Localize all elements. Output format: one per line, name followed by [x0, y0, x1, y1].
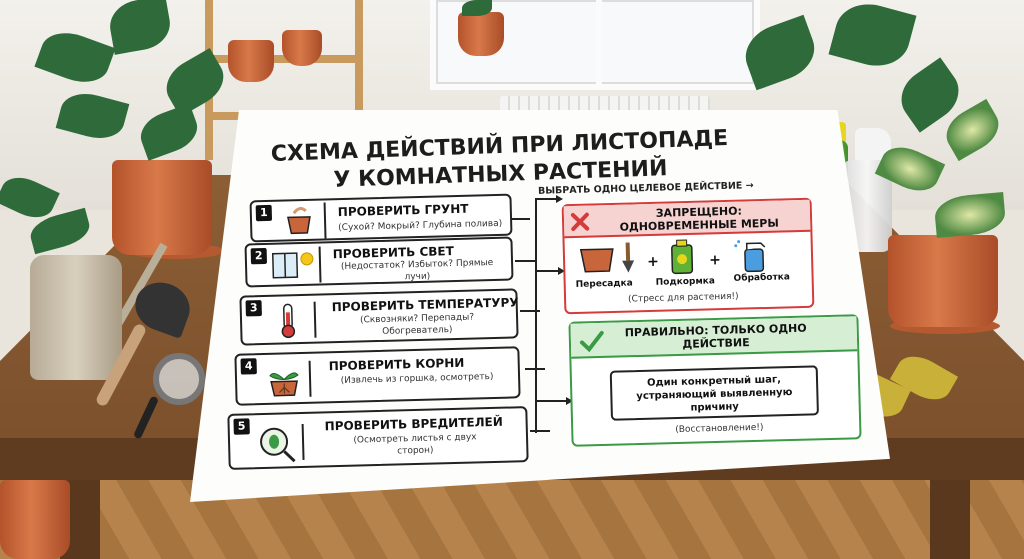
step-number: 3 [245, 300, 262, 317]
forbidden-box: ЗАПРЕЩЕНО: ОДНОВРЕМЕННЫЕ МЕРЫ + + Переса… [561, 197, 815, 315]
shelf-pot [282, 30, 322, 66]
plus-sign: + [646, 253, 660, 271]
step-number: 1 [255, 204, 273, 222]
dieffenbachia-pot [888, 235, 998, 327]
seedling-roots-icon [258, 360, 312, 399]
step-description: (Извлечь из горшка, осмотреть) [340, 371, 494, 386]
checkmark-icon [579, 330, 604, 353]
single-step-text: Один конкретный шаг, устраняющий выявлен… [636, 374, 793, 414]
correct-box-header: ПРАВИЛЬНО: ТОЛЬКО ОДНО ДЕЙСТВИЕ [570, 316, 858, 359]
shelf-post-right [355, 0, 363, 160]
corner-pot [0, 480, 70, 559]
step-5-check-pests: 5 ПРОВЕРИТЬ ВРЕДИТЕЛЕЙ (Осмотреть листья… [227, 406, 529, 470]
forbidden-header-text: ЗАПРЕЩЕНО: ОДНОВРЕМЕННЫЕ МЕРЫ [619, 204, 779, 234]
cross-icon [570, 212, 590, 231]
connector-line [535, 400, 570, 402]
action-treatment: Обработка [733, 272, 791, 284]
connector-trunk [535, 198, 537, 433]
connector-line [535, 198, 560, 200]
magnifier-bug-icon [251, 423, 305, 463]
fertilizer-bottle-icon [671, 239, 694, 275]
step-4-check-roots: 4 ПРОВЕРИТЬ КОРНИ (Извлечь из горшка, ос… [234, 346, 521, 406]
window-sun-icon [268, 246, 322, 284]
spray-bottle-icon [734, 240, 766, 273]
step-number: 5 [233, 418, 250, 435]
forbidden-box-header: ЗАПРЕЩЕНО: ОДНОВРЕМЕННЫЕ МЕРЫ [563, 199, 811, 239]
step-title: ПРОВЕРИТЬ ГРУНТ [337, 201, 469, 220]
step-description: (Сквозняки? Перепады? Обогреватель) [359, 312, 475, 337]
step-3-check-temperature: 3 ПРОВЕРИТЬ ТЕМПЕРАТУРУ (Сквозняки? Пере… [239, 288, 519, 346]
forbidden-note: (Стресс для растения!) [627, 291, 739, 305]
step-description: (Осмотреть листья с двух сторон) [353, 432, 477, 457]
step-1-check-soil: 1 ПРОВЕРИТЬ ГРУНТ (Сухой? Мокрый? Глубин… [249, 193, 513, 243]
shovel-icon [622, 242, 635, 273]
fiddle-fig-pot [112, 160, 212, 255]
connector-line [530, 430, 550, 432]
pot-icon [579, 248, 614, 273]
plus-sign: + [708, 252, 722, 269]
arrow-icon [556, 195, 563, 203]
step-2-check-light: 2 ПРОВЕРИТЬ СВЕТ (Недостаток? Избыток? П… [244, 236, 514, 288]
soil-pot-icon [273, 202, 327, 240]
table-leg [930, 480, 970, 559]
windowsill-plant-leaf [462, 0, 492, 16]
step-description: (Недостаток? Избыток? Прямые лучи) [340, 258, 494, 283]
action-repotting: Пересадка [575, 278, 633, 290]
step-description: (Сухой? Мокрый? Глубина полива) [338, 218, 503, 234]
arrow-icon [558, 267, 565, 275]
windowsill-pot [458, 12, 504, 56]
connector-line [520, 310, 540, 312]
single-step-box: Один конкретный шаг, устраняющий выявлен… [609, 365, 819, 421]
parquet-floor [0, 470, 1024, 559]
thermometer-icon [263, 301, 317, 340]
correct-box: ПРАВИЛЬНО: ТОЛЬКО ОДНО ДЕЙСТВИЕ Один кон… [568, 314, 862, 447]
correct-note: (Восстановление!) [675, 422, 764, 436]
action-feeding: Подкормка [655, 276, 716, 288]
connector-line [515, 260, 535, 262]
connector-line [510, 218, 530, 220]
connector-line [535, 270, 563, 272]
step-number: 4 [240, 358, 257, 375]
step-title: ПРОВЕРИТЬ КОРНИ [328, 355, 465, 374]
magnifying-glass [153, 353, 205, 405]
correct-header-text: ПРАВИЛЬНО: ТОЛЬКО ОДНО ДЕЙСТВИЕ [624, 321, 807, 351]
watering-can [30, 255, 122, 380]
step-number: 2 [250, 247, 268, 265]
shelf-pot [228, 40, 274, 82]
